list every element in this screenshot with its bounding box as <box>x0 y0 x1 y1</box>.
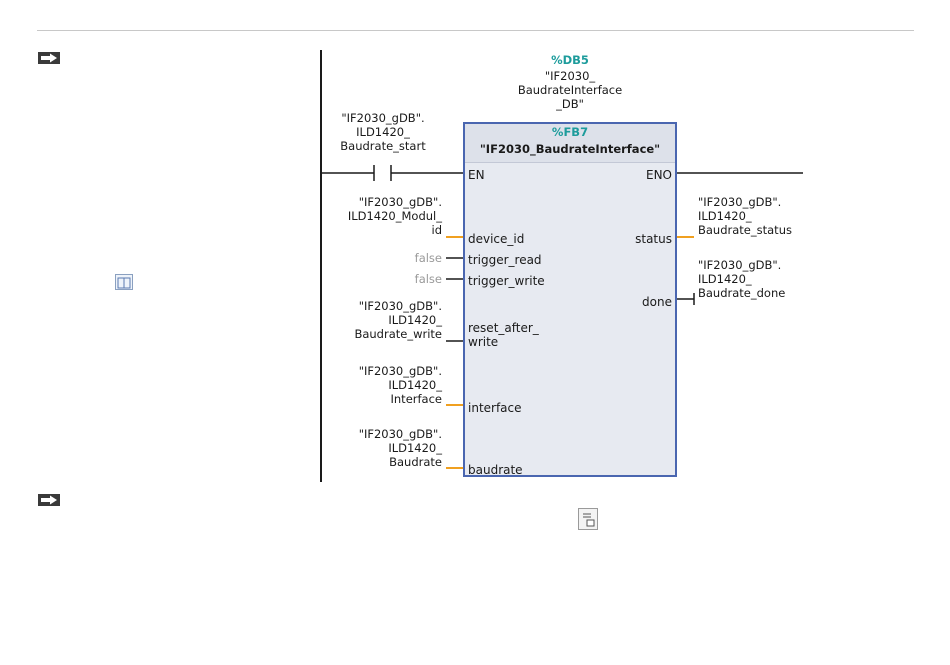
operand-line: Baudrate_write <box>354 327 442 341</box>
pin-status[interactable]: status <box>635 232 672 246</box>
operand-interface[interactable]: "IF2030_gDB". ILD1420_ Interface <box>322 364 442 406</box>
pin-label-line: write <box>468 335 499 349</box>
pin-eno[interactable]: ENO <box>645 168 672 182</box>
operand-line: "IF2030_gDB". <box>358 364 442 378</box>
operand-line: ILD1420_ <box>698 272 752 286</box>
operand-device-id[interactable]: "IF2030_gDB". ILD1420_Modul_ id <box>322 195 442 237</box>
operand-line: Baudrate_done <box>698 286 786 300</box>
network-arrow-icon[interactable] <box>38 494 60 506</box>
operand-line: "IF2030_gDB". <box>358 195 442 209</box>
pin-trigger-write[interactable]: trigger_write <box>468 274 545 288</box>
instance-db-address: %DB5 <box>551 53 589 67</box>
contact-operand[interactable]: "IF2030_gDB". ILD1420_ Baudrate_start <box>328 111 438 153</box>
network-arrow-icon[interactable] <box>38 52 60 64</box>
instance-db-name-line: "IF2030_ <box>544 69 596 83</box>
operand-trigger-write[interactable]: false <box>414 272 442 286</box>
operand-line: Baudrate <box>389 455 442 469</box>
instance-db-name-line: _DB" <box>556 97 584 111</box>
pin-trigger-read[interactable]: trigger_read <box>468 253 542 267</box>
operand-line: Baudrate_start <box>340 139 426 153</box>
operand-line: "IF2030_gDB". <box>358 427 442 441</box>
pin-label-line: reset_after_ <box>468 321 539 335</box>
operand-line: "IF2030_gDB". <box>698 258 782 272</box>
function-block-header: %FB7 "IF2030_BaudrateInterface" <box>465 124 675 163</box>
pin-reset-after-write[interactable]: reset_after_ write <box>468 321 539 349</box>
fb-name: "IF2030_BaudrateInterface" <box>479 142 661 156</box>
pin-device-id[interactable]: device_id <box>468 232 525 246</box>
info-box-icon[interactable] <box>578 508 598 530</box>
operand-line: "IF2030_gDB". <box>698 195 782 209</box>
operand-line: ILD1420_ <box>356 125 410 139</box>
function-block[interactable]: %FB7 "IF2030_BaudrateInterface" EN devic… <box>463 122 677 477</box>
operand-trigger-read[interactable]: false <box>414 251 442 265</box>
pin-interface[interactable]: interface <box>468 401 522 415</box>
pin-baudrate[interactable]: baudrate <box>468 463 523 477</box>
operand-line: ILD1420_ <box>698 209 752 223</box>
operand-line: Interface <box>390 392 443 406</box>
instance-db-name-line: BaudrateInterface <box>517 83 623 97</box>
operand-line: ILD1420_Modul_ <box>347 209 442 223</box>
operand-line: ILD1420_ <box>388 313 442 327</box>
top-divider <box>37 30 914 31</box>
operand-reset-after-write[interactable]: "IF2030_gDB". ILD1420_ Baudrate_write <box>322 299 442 341</box>
operand-done[interactable]: "IF2030_gDB". ILD1420_ Baudrate_done <box>698 258 828 300</box>
operand-line: Baudrate_status <box>698 223 792 237</box>
operand-baudrate[interactable]: "IF2030_gDB". ILD1420_ Baudrate <box>322 427 442 469</box>
operand-line: "IF2030_gDB". <box>341 111 425 125</box>
operand-line: ILD1420_ <box>388 441 442 455</box>
fb-address: %FB7 <box>551 125 589 139</box>
operand-status[interactable]: "IF2030_gDB". ILD1420_ Baudrate_status <box>698 195 828 237</box>
operand-line: id <box>431 223 443 237</box>
operand-line: "IF2030_gDB". <box>358 299 442 313</box>
pin-en[interactable]: EN <box>468 168 485 182</box>
pin-done[interactable]: done <box>642 295 672 309</box>
block-icon[interactable] <box>115 274 133 290</box>
instance-db-name[interactable]: "IF2030_ BaudrateInterface _DB" <box>500 69 640 111</box>
operand-line: ILD1420_ <box>388 378 442 392</box>
